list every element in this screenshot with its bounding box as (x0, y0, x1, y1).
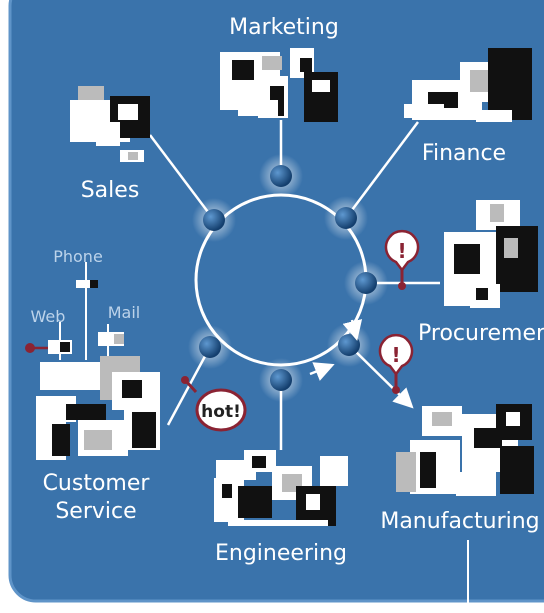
hub-node-engineering (270, 369, 292, 391)
alert-procurement: ! (384, 230, 420, 290)
label-procurement: Procurement (418, 321, 544, 346)
label-marketing: Marketing (229, 15, 339, 40)
alert-bubble-icon: ! ! (378, 230, 420, 394)
label-manufacturing: Manufacturing (380, 509, 539, 534)
manufacturing-icon (396, 404, 534, 496)
hub-node-manufacturing (338, 334, 360, 356)
alert-manufacturing-label: ! (391, 343, 400, 367)
hub (188, 154, 388, 402)
label-customer-service-line2: Service (55, 499, 136, 524)
hub-node-procurement (355, 272, 377, 294)
channel-box-icon (48, 280, 124, 354)
alert-procurement-label: ! (397, 239, 406, 263)
hub-node-marketing (270, 165, 292, 187)
label-finance: Finance (422, 141, 506, 166)
label-phone: Phone (53, 247, 103, 266)
channel-labels: Phone Web Mail (31, 247, 141, 326)
label-web: Web (31, 307, 66, 326)
hot-badge-label: hot! (201, 402, 241, 422)
sales-icon (70, 86, 150, 162)
label-customer-service-line1: Customer (43, 471, 151, 496)
hub-node-finance (335, 207, 357, 229)
label-engineering: Engineering (215, 541, 347, 566)
dept-building-icon (36, 48, 538, 526)
hub-node-sales (203, 209, 225, 231)
finance-icon (404, 48, 532, 122)
label-mail: Mail (108, 303, 141, 322)
marketing-icon (220, 48, 338, 122)
hub-node-customer-service (199, 336, 221, 358)
external-input-dot (25, 343, 35, 353)
customer-service-icon (36, 356, 160, 460)
engineering-icon (214, 450, 348, 526)
label-sales: Sales (81, 178, 140, 203)
department-labels: Marketing Finance Sales Procurement Cust… (43, 15, 544, 566)
procurement-icon (444, 200, 538, 308)
alert-manufacturing: ! (378, 334, 414, 394)
hot-bubble-icon: hot! (181, 376, 247, 432)
